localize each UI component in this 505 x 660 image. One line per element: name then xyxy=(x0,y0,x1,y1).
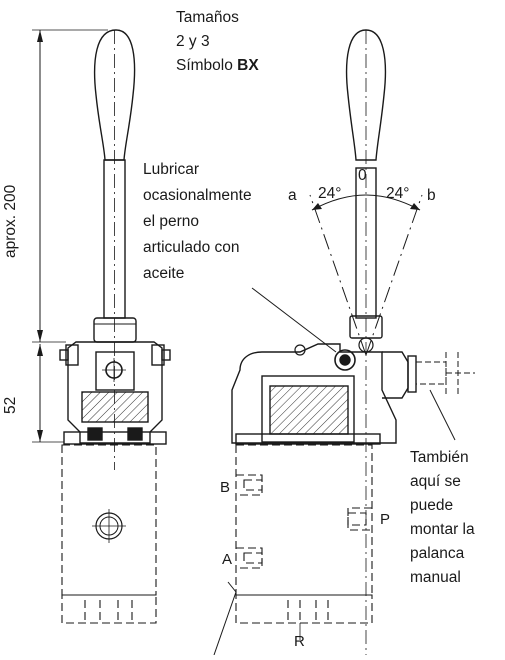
lubricate-note-line-1: Lubricar xyxy=(143,161,199,178)
lever-note-line-3: puede xyxy=(410,497,454,514)
lever-note-line-5: palanca xyxy=(410,545,465,562)
lubricate-note-line-2: ocasionalmente xyxy=(143,187,252,204)
port-label-b: B xyxy=(220,479,231,496)
title-line-2: 2 y 3 xyxy=(176,33,210,50)
right-base-plate xyxy=(235,433,381,445)
angle-right-value: 24° xyxy=(386,185,410,202)
dimension-height-label: aprox. 200 xyxy=(2,184,19,258)
right-valve-body xyxy=(235,444,373,596)
right-view xyxy=(231,29,475,655)
lever-note-line-2: aquí se xyxy=(410,473,461,490)
port-label-r: R xyxy=(294,633,305,650)
dimension-lower-label: 52 xyxy=(2,396,19,414)
leader-lines xyxy=(213,287,456,656)
left-view xyxy=(32,29,171,624)
lever-note-line-4: montar la xyxy=(410,521,475,538)
lever-note-line-6: manual xyxy=(410,569,461,586)
lubricate-note-line-4: articulado con xyxy=(143,239,240,256)
angle-mark-a: a xyxy=(288,187,297,204)
title-symbol-prefix: Símbolo xyxy=(176,57,238,74)
lubrication-pivot xyxy=(334,349,356,371)
angle-mark-b: b xyxy=(427,187,436,204)
port-label-a: A xyxy=(222,551,233,568)
right-housing xyxy=(231,343,397,444)
angle-left-value: 24° xyxy=(318,185,342,202)
lever-note-line-1: También xyxy=(410,449,469,466)
lubricate-note-line-3: el perno xyxy=(143,213,200,230)
lubricate-note-line-5: aceite xyxy=(143,265,185,282)
left-base-plate xyxy=(63,431,167,445)
title-line-3: Símbolo BX xyxy=(176,56,259,75)
port-label-p: P xyxy=(380,511,391,528)
title-symbol-code: BX xyxy=(237,57,259,74)
angle-mark-center: 0 xyxy=(358,167,367,184)
title-line-1: Tamaños xyxy=(176,9,239,26)
left-nut xyxy=(93,317,137,343)
left-valve-body xyxy=(61,444,157,596)
